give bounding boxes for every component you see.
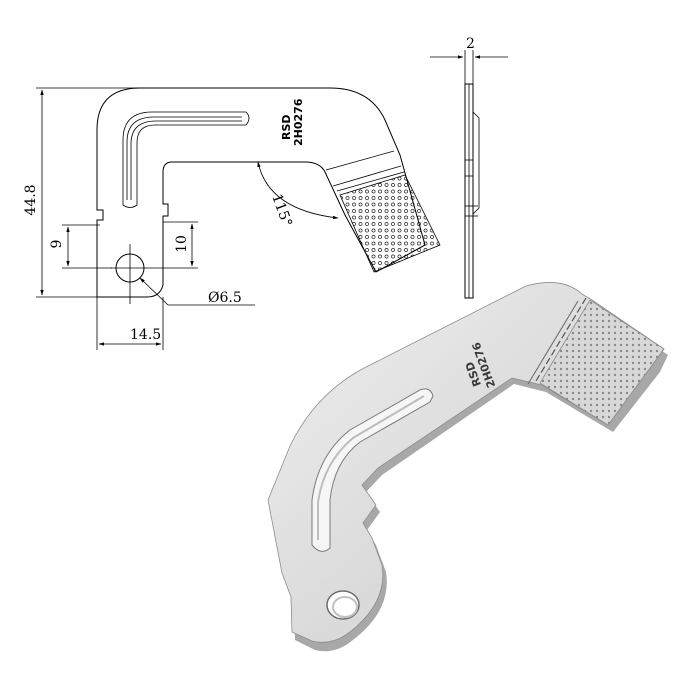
render-grip-dots: [540, 300, 664, 425]
part-3d-render: RSD 2H0276: [267, 282, 668, 652]
bent-slot-outer: [122, 111, 250, 208]
render-bend-line-2: [527, 300, 579, 385]
dim-height: 44.8: [23, 184, 39, 215]
engraving-line1: RSD: [280, 114, 293, 140]
dim-angle: 115°: [268, 192, 295, 229]
dim-leader-diameter: [139, 277, 169, 306]
dim-arc-angle: [257, 161, 339, 220]
render-hole-inner: [332, 596, 358, 618]
render-slot: [311, 388, 434, 552]
bend-line-2: [332, 165, 402, 187]
render-hole: [326, 590, 360, 620]
dim-tab-height: 10: [174, 235, 190, 253]
dim-thickness: 2: [466, 36, 475, 52]
bend-line-1: [325, 150, 395, 171]
front-view: RSD 2H0276 44.8 9 10 Ø6.5 14.5 115°: [23, 87, 441, 350]
dim-hole-offset: 9: [49, 240, 65, 249]
side-view: 2: [430, 36, 508, 299]
render-slot-inner: [317, 395, 425, 540]
side-view-bend: [472, 111, 480, 215]
dim-width: 14.5: [130, 327, 161, 343]
render-bend-line-1: [535, 297, 587, 382]
engraving-line2: 2H0276: [292, 98, 305, 146]
bend-line-3: [336, 171, 405, 192]
dim-hole-diameter: Ø6.5: [208, 290, 242, 306]
bent-slot-inner: [126, 116, 242, 200]
grip-pad: [339, 174, 441, 273]
